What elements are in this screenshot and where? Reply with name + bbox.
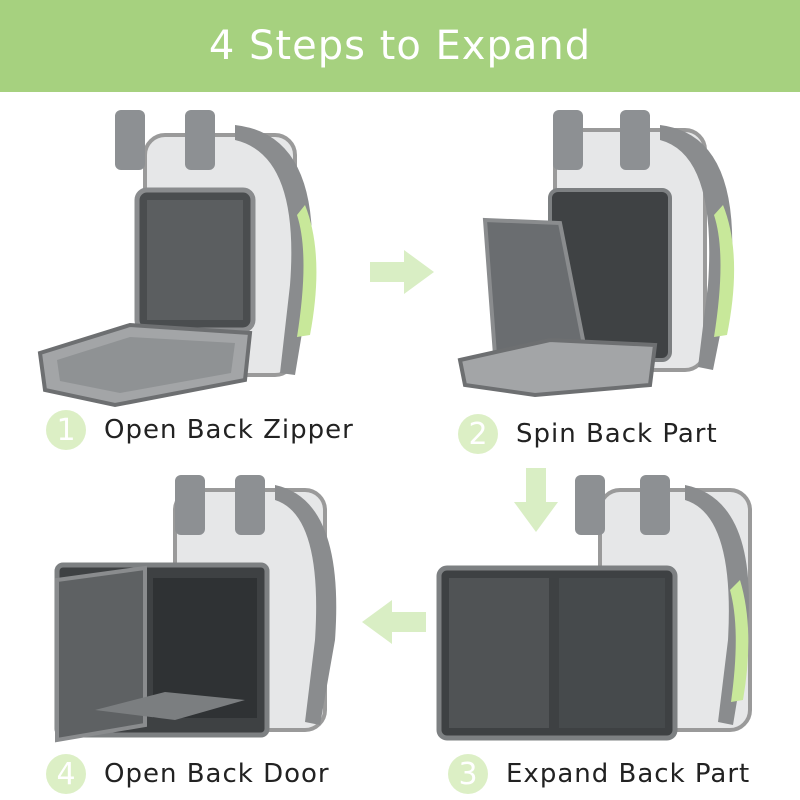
step-number-badge: 3	[448, 754, 488, 794]
step-number-badge: 2	[458, 414, 498, 454]
arrow-down-icon	[514, 468, 558, 532]
page-title: 4 Steps to Expand	[208, 23, 592, 69]
step-label: Open Back Door	[104, 759, 330, 789]
step-3: 3 Expand Back Part	[448, 754, 750, 794]
step-number-badge: 1	[46, 410, 86, 450]
step-2: 2 Spin Back Part	[458, 414, 718, 454]
step-1: 1 Open Back Zipper	[46, 410, 354, 450]
step-4: 4 Open Back Door	[46, 754, 330, 794]
step-number-badge: 4	[46, 754, 86, 794]
step-label: Expand Back Part	[506, 759, 751, 789]
product-photo-step-3	[436, 475, 752, 741]
title-banner: 4 Steps to Expand	[0, 0, 800, 92]
arrow-right-icon	[370, 250, 434, 294]
step-label: Spin Back Part	[516, 419, 718, 449]
product-photo-step-4	[54, 475, 337, 743]
arrow-left-icon	[362, 600, 426, 644]
product-photo-step-1	[37, 110, 317, 408]
step-label: Open Back Zipper	[104, 415, 354, 445]
product-photo-step-2	[457, 110, 735, 398]
